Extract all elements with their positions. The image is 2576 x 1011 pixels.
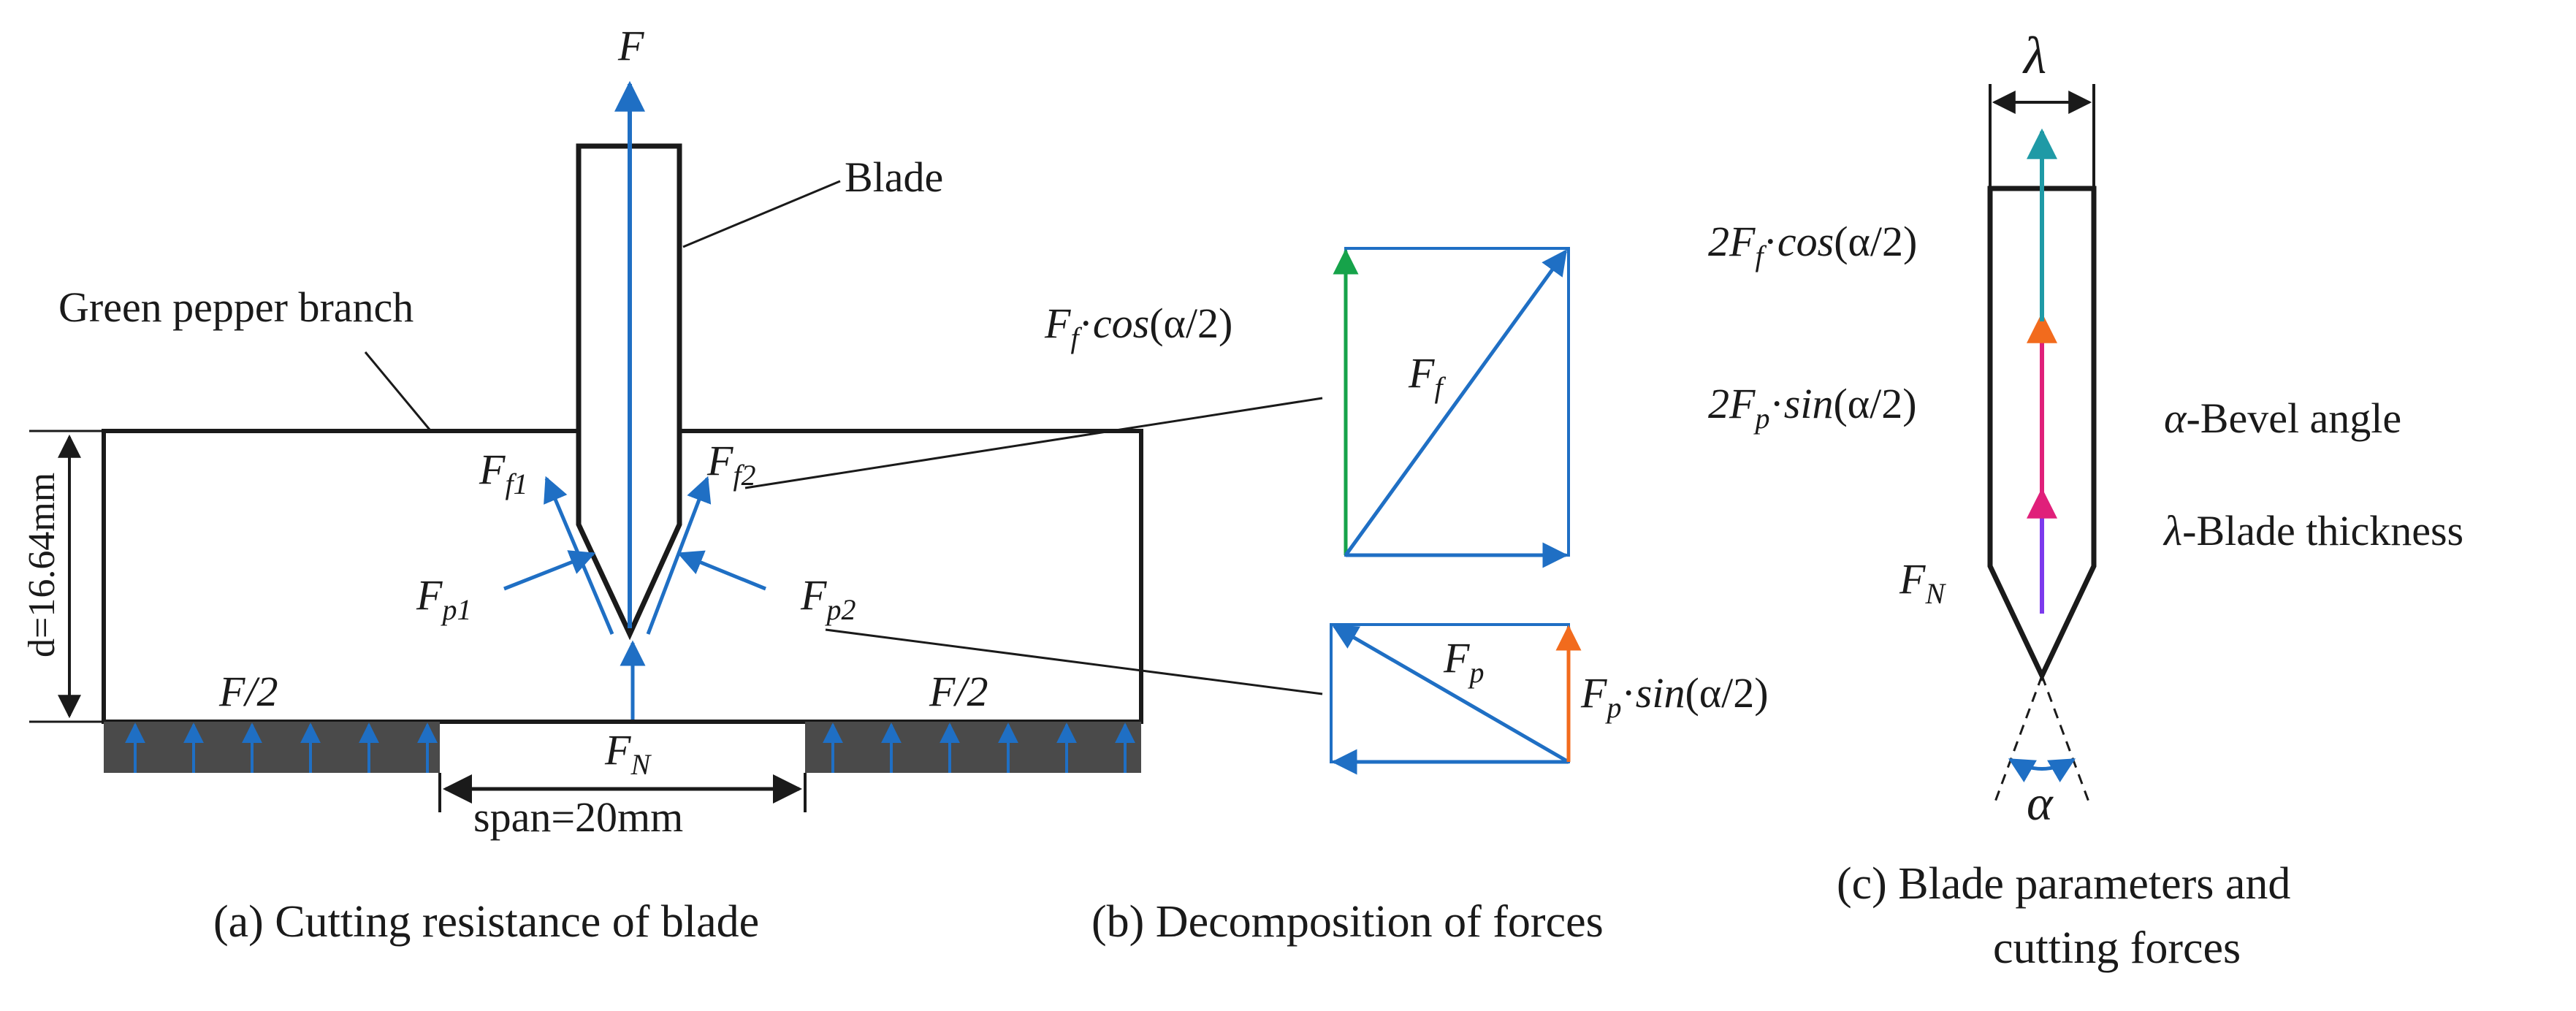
leader-fp2-to-b bbox=[825, 628, 1323, 695]
fp-diagonal-arrow bbox=[1331, 624, 1570, 764]
panel-a: F Ff1 Ff2 Fp1 Fp2 FN F/2 F/2 Blade bbox=[21, 22, 1143, 947]
label-fp-sin: Fp·sin(α/2) bbox=[1580, 669, 1769, 724]
label-ff-cos: Ff·cos(α/2) bbox=[1044, 300, 1232, 354]
caption-c-line1: (c) Blade parameters and bbox=[1837, 859, 2290, 909]
panel-c: λ α 2Ff·cos(α/2) 2Fp·sin(α/2) FN α-Bevel… bbox=[1708, 26, 2463, 973]
branch-label: Green pepper branch bbox=[58, 283, 414, 331]
label-half-left: F/2 bbox=[218, 668, 278, 715]
label-2ff-cos: 2Ff·cos(α/2) bbox=[1708, 218, 1917, 272]
blade-leader bbox=[682, 180, 841, 248]
blade-force-arrows bbox=[503, 476, 766, 635]
label-fp1: Fp1 bbox=[416, 571, 471, 626]
leader-ff2-to-b bbox=[744, 397, 1323, 489]
label-ff1: Ff1 bbox=[479, 446, 528, 500]
blade-label: Blade bbox=[845, 153, 943, 201]
legend-lambda: λ-Blade thickness bbox=[2162, 507, 2463, 554]
label-half-right: F/2 bbox=[929, 668, 988, 715]
caption-b: (b) Decomposition of forces bbox=[1091, 897, 1604, 947]
legend-alpha: α-Bevel angle bbox=[2164, 394, 2401, 442]
caption-c-line2: cutting forces bbox=[1993, 923, 2241, 973]
force-f-label: F bbox=[617, 22, 644, 69]
depth-label: d=16.64mm bbox=[21, 473, 63, 657]
label-fn-c: FN bbox=[1899, 555, 1946, 610]
span-label: span=20mm bbox=[473, 793, 683, 841]
bevel-line-right bbox=[2040, 675, 2091, 804]
support-right bbox=[805, 722, 1141, 773]
alpha-bottom-label: α bbox=[2027, 775, 2054, 831]
label-fp-diag: Fp bbox=[1443, 634, 1484, 689]
panel-b: Ff·cos(α/2) Ff Fp Fp·sin(α/2) (b) Decomp… bbox=[744, 247, 1769, 947]
label-fp2: Fp2 bbox=[800, 571, 856, 626]
label-ff-diag: Ff bbox=[1408, 349, 1446, 404]
lambda-label: λ bbox=[2022, 26, 2046, 85]
bevel-arc bbox=[2008, 758, 2076, 782]
caption-a: (a) Cutting resistance of blade bbox=[213, 897, 759, 947]
support-left bbox=[104, 722, 440, 773]
ff-diagonal-arrow bbox=[1344, 249, 1568, 557]
branch-leader bbox=[364, 351, 431, 430]
label-fn: FN bbox=[604, 726, 652, 781]
support-arrows bbox=[125, 722, 1135, 773]
label-2fp-sin: 2Fp·sin(α/2) bbox=[1708, 380, 1917, 435]
label-ff2: Ff2 bbox=[706, 437, 756, 492]
bevel-line-left bbox=[1993, 675, 2043, 804]
